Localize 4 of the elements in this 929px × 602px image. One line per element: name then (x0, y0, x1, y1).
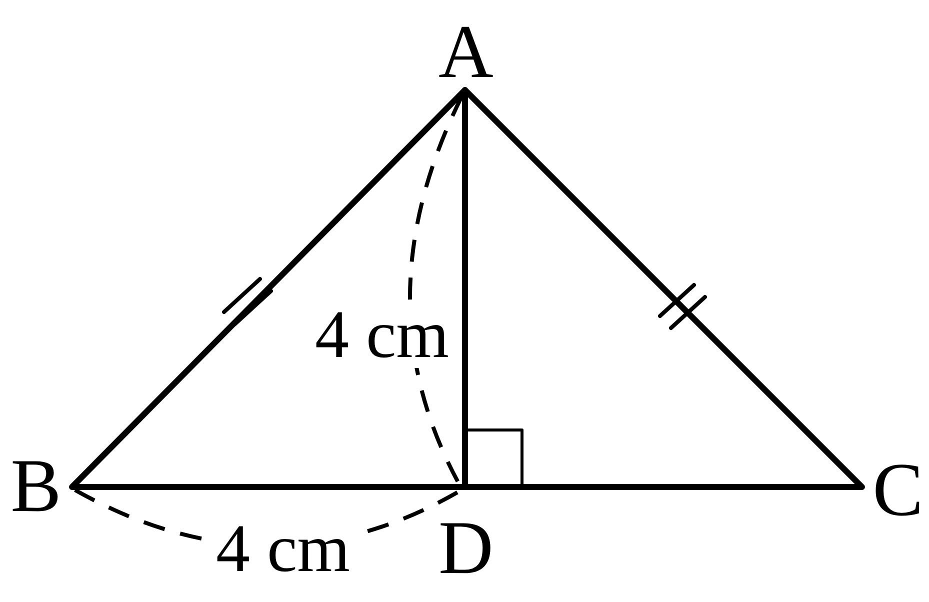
vertex-label: A (438, 14, 494, 90)
vertex-label: D (438, 510, 494, 586)
vertex-label: B (10, 448, 62, 524)
vertex-label: C (872, 452, 924, 528)
